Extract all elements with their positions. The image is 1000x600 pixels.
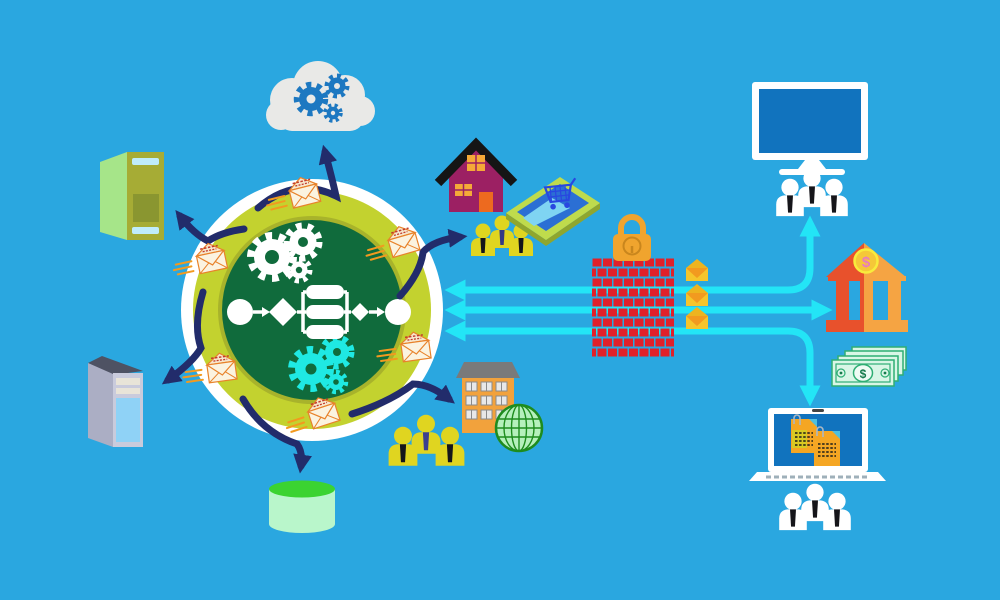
tablet-shopping-icon: [506, 177, 600, 246]
drive-bay: [116, 388, 140, 394]
house-door: [479, 192, 493, 212]
paperclip-icon: [816, 426, 824, 437]
house-roof: [434, 137, 518, 187]
server-vent: [133, 194, 159, 222]
workflow-start-circle: [227, 299, 253, 325]
workflow-task-pill: [306, 325, 344, 339]
coin-icon: $: [853, 248, 879, 274]
cloud-computing-icon: [266, 61, 375, 131]
white-gears-icon: [247, 222, 323, 284]
channel-arrow-laptop: [444, 320, 821, 407]
laptop-icon: [749, 408, 886, 481]
paperclip-icon: [793, 414, 801, 425]
bank-column: [888, 281, 901, 320]
workflow-task-pill: [306, 305, 344, 319]
server-slot: [132, 158, 159, 165]
arrow-to-building: [348, 380, 455, 418]
process-hub: [161, 144, 468, 474]
firewall-icon: [592, 258, 674, 358]
bill-dollar-text: $: [860, 367, 867, 381]
workstation-tower-icon: [88, 356, 143, 447]
workflow-gateway-diamond: [269, 298, 297, 326]
arrow-to-house: [396, 228, 468, 300]
arrow-to-workstation: [161, 288, 207, 385]
monitor-screen: [759, 89, 861, 153]
channel-arrow-monitor: [444, 215, 821, 301]
workflow-gateway-diamond: [351, 303, 369, 321]
bank-icon: $: [826, 243, 908, 332]
server-slot: [132, 227, 159, 234]
blocked-messages: [686, 259, 708, 329]
globe-icon: [494, 403, 544, 453]
workflow-task-pill: [306, 285, 344, 299]
bank-column: [864, 281, 873, 320]
tower-panel: [116, 398, 140, 442]
arrow-to-database: [239, 395, 312, 474]
coin-dollar-text: $: [862, 254, 871, 271]
document-icon: [814, 426, 840, 466]
padlock-icon: [613, 214, 651, 261]
shopping-cart-icon: [543, 177, 577, 210]
outbound-arrows: [161, 144, 468, 474]
bank-column: [836, 281, 849, 320]
server-tower-icon: [100, 152, 164, 240]
arrow-to-cloud: [254, 144, 341, 212]
database-cylinder-icon: [269, 480, 335, 533]
bank-column: [860, 281, 864, 320]
workflow-end-circle: [385, 299, 411, 325]
workflow-diagram-icon: [227, 285, 411, 339]
desktop-monitor-icon: [752, 82, 868, 175]
house-icon: [434, 137, 518, 212]
document-icon: [791, 414, 817, 453]
arrow-to-server: [175, 210, 248, 246]
cash-icon: $: [831, 346, 907, 387]
drive-bay: [116, 378, 140, 385]
cloud-gears-icon: [293, 73, 350, 123]
